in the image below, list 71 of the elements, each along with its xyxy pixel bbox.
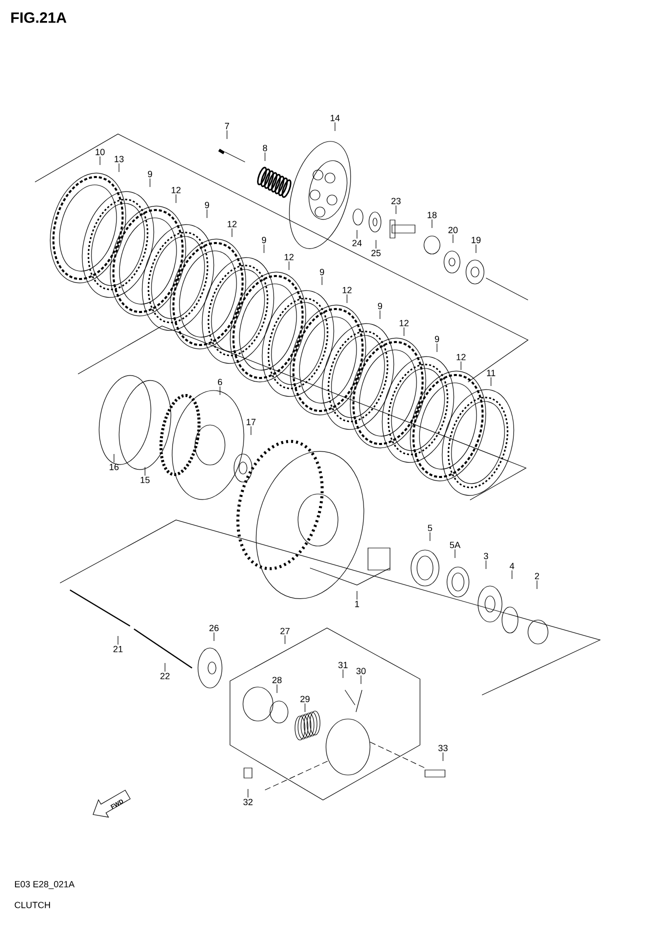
callout-number: 33 (438, 744, 448, 752)
callout-number: 14 (330, 114, 340, 122)
callout-number: 9 (262, 236, 266, 244)
leader-line (164, 662, 166, 672)
callout-number: 22 (160, 672, 170, 680)
leader-line (452, 234, 454, 244)
callout-number: 5A (450, 542, 460, 548)
leader-line (346, 294, 348, 304)
leader-line (356, 230, 358, 239)
leader-line (304, 703, 306, 712)
callout-number: 1 (355, 600, 360, 608)
callout-number: 12 (400, 320, 409, 326)
drawing-code: E03 E28_021A (15, 880, 75, 890)
callout-number: 12 (342, 286, 352, 294)
leader-line (454, 549, 456, 558)
callout-number: 31 (338, 662, 348, 668)
callout-number: 26 (209, 624, 219, 632)
callout-number: 12 (456, 354, 466, 360)
leader-line (536, 580, 538, 590)
leader-line (460, 361, 462, 370)
callout-number: 9 (148, 170, 152, 178)
leader-line (250, 426, 252, 436)
callout-number: 13 (114, 156, 124, 162)
callout-number: 29 (300, 696, 310, 702)
callout-number: 18 (428, 212, 437, 218)
callout-number: 10 (96, 148, 105, 156)
leader-line (284, 635, 286, 644)
callout-number: 7 (224, 122, 230, 130)
callout-number: 20 (448, 226, 458, 234)
callout-number: 12 (172, 186, 181, 194)
leader-line (490, 377, 492, 386)
leader-line (342, 669, 344, 678)
callout-number: 19 (472, 236, 481, 244)
callout-number: 5 (428, 524, 432, 532)
callout-number: 17 (246, 418, 256, 426)
callout-number: 2 (534, 572, 540, 580)
callout-number: 9 (320, 268, 324, 276)
leader-line (334, 122, 336, 132)
callout-number: 12 (228, 220, 237, 228)
callout-number: 21 (113, 646, 123, 652)
callout-number: 30 (356, 668, 366, 674)
callout-number: 8 (262, 144, 268, 152)
callout-number: 25 (371, 250, 381, 256)
callout-number: 23 (391, 198, 401, 204)
callout-number: 4 (510, 562, 514, 570)
figure-title: FIG.21A (11, 12, 66, 23)
callout-number: 3 (484, 552, 488, 560)
callout-number: 24 (352, 240, 362, 246)
leader-line (226, 130, 228, 140)
callout-number: 12 (284, 254, 294, 260)
callout-number: 6 (218, 378, 222, 386)
leader-line (360, 675, 362, 684)
callout-number: 28 (272, 676, 282, 684)
leader-line (356, 590, 358, 600)
leader-line (436, 343, 438, 352)
leader-line (206, 209, 208, 218)
caption: CLUTCH (14, 902, 50, 908)
leader-line (442, 752, 444, 762)
callout-number: 9 (378, 302, 382, 310)
leader-line (264, 152, 266, 162)
callout-number: 9 (434, 336, 440, 342)
callout-number: 32 (243, 798, 253, 806)
callout-number: 27 (280, 628, 290, 634)
callout-number: 15 (140, 476, 150, 484)
callout-number: 16 (110, 464, 119, 470)
leader-line (144, 466, 146, 476)
leader-line (276, 684, 278, 694)
leader-line (288, 261, 290, 270)
callout-number: 9 (204, 202, 210, 208)
leader-line (118, 163, 120, 172)
callout-number: 11 (487, 370, 496, 376)
